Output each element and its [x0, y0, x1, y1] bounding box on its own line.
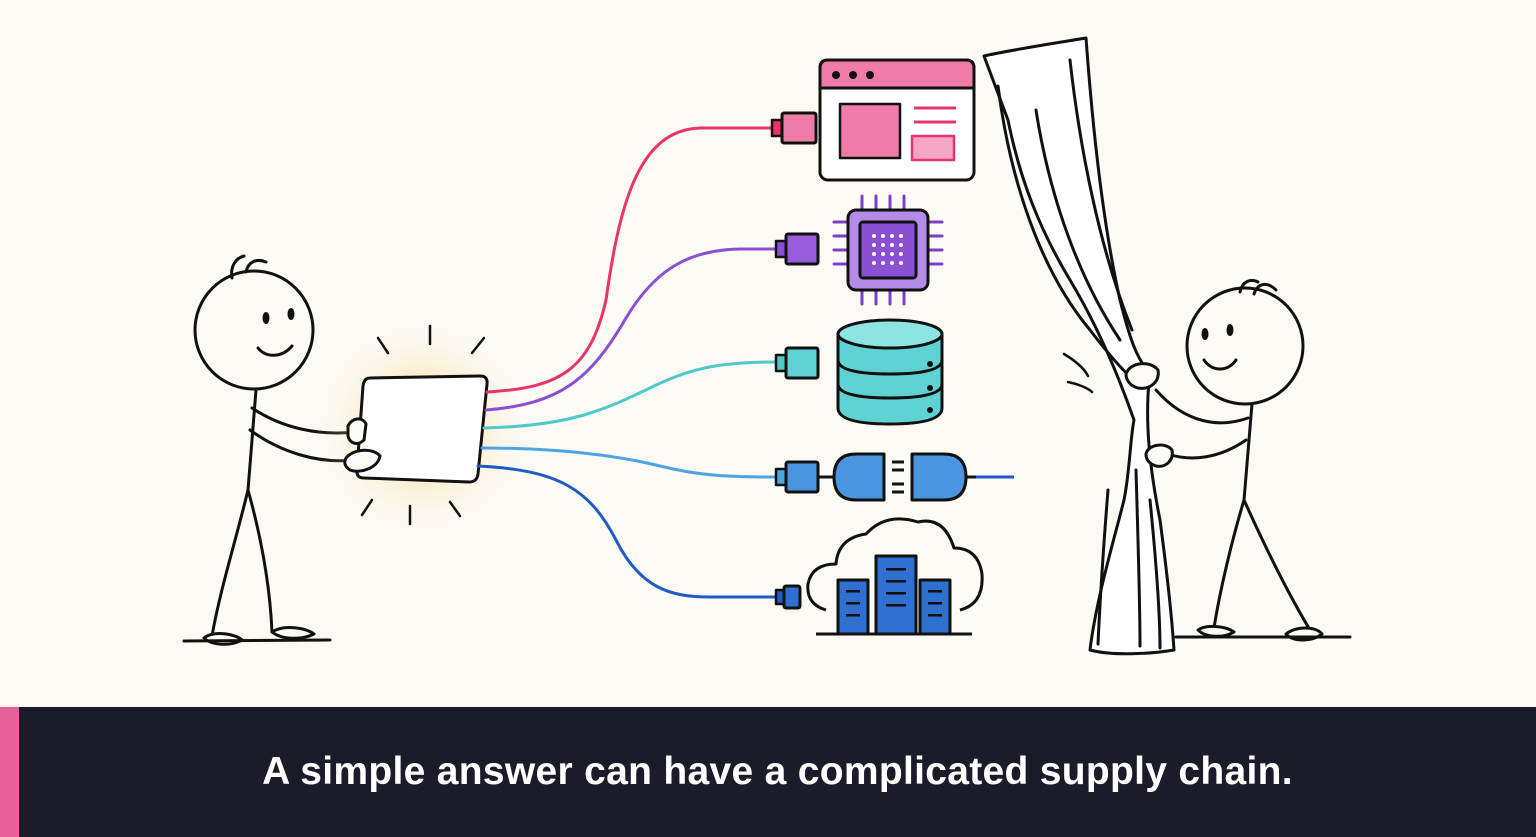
cloud-datacenter-icon — [806, 517, 984, 636]
right-hand-top — [1124, 362, 1160, 390]
cpu-chip-component — [774, 194, 944, 306]
glow-rays — [360, 324, 486, 526]
browser-window-icon — [818, 58, 976, 182]
plug-connector-icon — [818, 452, 1014, 502]
connector-block-pink — [780, 111, 818, 145]
database-icon — [836, 318, 944, 426]
connector-block-purple — [784, 232, 820, 266]
connector-block-lightblue — [784, 460, 820, 494]
connector-block-teal — [784, 346, 820, 380]
browser-window-component — [770, 58, 976, 182]
right-stick-figure — [1154, 278, 1352, 642]
glowing-answer-card — [355, 374, 489, 484]
plug-connector-component — [774, 452, 1014, 502]
wire-pink — [485, 126, 774, 394]
supply-wires — [476, 126, 780, 599]
left-hand-top — [346, 417, 368, 445]
caption-bar: A simple answer can have a complicated s… — [0, 707, 1536, 837]
caption-accent-stripe — [0, 707, 19, 837]
wire-blue — [476, 464, 780, 599]
curtain — [982, 36, 1176, 656]
wire-lightblue — [480, 446, 778, 479]
database-component — [774, 318, 944, 426]
wire-teal — [482, 360, 778, 430]
wire-purple — [484, 247, 778, 412]
cloud-datacenter-component — [774, 517, 984, 636]
caption-text: A simple answer can have a complicated s… — [262, 750, 1293, 793]
connector-block-blue — [782, 584, 802, 610]
right-hand-bottom — [1144, 443, 1174, 468]
cpu-chip-icon — [832, 194, 944, 306]
supply-chain-illustration — [182, 36, 1352, 656]
left-hand-bottom — [343, 448, 382, 473]
